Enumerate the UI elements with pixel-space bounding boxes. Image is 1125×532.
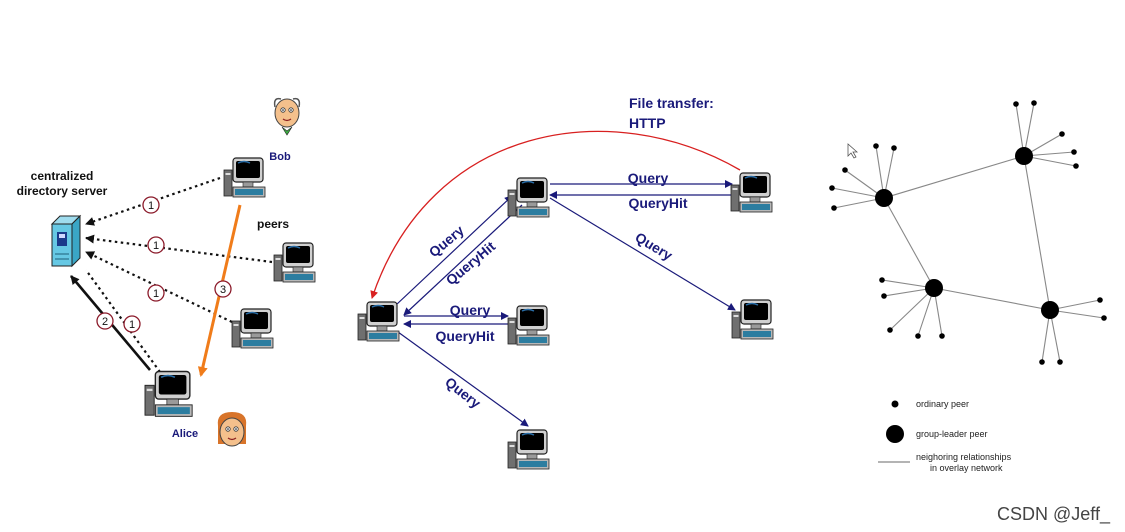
step-1-peer2: 1 xyxy=(147,236,165,254)
legend-neighbor-line1: neighoring relationships xyxy=(916,452,1012,462)
legend-neighbor-line2: in overlay network xyxy=(930,463,1003,473)
query-arrow-down xyxy=(397,331,529,427)
alice-face-icon xyxy=(217,412,247,447)
group-leader-peer xyxy=(875,189,893,207)
peer-right-bottom-computer-icon xyxy=(731,299,774,340)
alice-label: Alice xyxy=(172,428,198,440)
http-transfer-arc xyxy=(370,130,741,299)
svg-text:3: 3 xyxy=(220,284,226,296)
peers-label: peers xyxy=(257,217,289,231)
step-2: 2 xyxy=(96,312,114,330)
query-arrow-diag xyxy=(395,195,513,306)
file-transfer-label-line2: HTTP xyxy=(629,115,666,131)
query-label-mid: Query xyxy=(450,302,491,318)
legend-leader: group-leader peer xyxy=(916,429,988,439)
queryhit-label-top: QueryHit xyxy=(628,195,687,211)
flooding-panel: File transfer: HTTP Query QueryHit Query… xyxy=(357,95,774,470)
centralized-panel: centralized directory server 1 1 xyxy=(17,97,316,447)
bob-computer-icon xyxy=(223,157,266,198)
peer-right-top-computer-icon xyxy=(730,172,773,213)
step-1-bob: 1 xyxy=(142,196,160,214)
group-leader-peer xyxy=(1041,301,1059,319)
group-leader-swatch xyxy=(886,425,904,443)
overlay-panel xyxy=(831,102,1105,363)
peer-bottom-computer-icon xyxy=(507,429,550,470)
alice-computer-icon xyxy=(144,370,193,418)
peer3-computer-icon xyxy=(231,308,274,349)
svg-text:2: 2 xyxy=(102,316,108,328)
query-label-right: Query xyxy=(632,229,675,264)
query-label-top: Query xyxy=(628,170,669,186)
queryhit-label-mid: QueryHit xyxy=(435,328,494,344)
legend-ordinary: ordinary peer xyxy=(916,399,969,409)
svg-text:1: 1 xyxy=(153,288,159,300)
watermark: CSDN @Jeff_ xyxy=(997,504,1111,525)
queryhit-arrow-diag xyxy=(403,204,523,316)
directory-server-icon xyxy=(50,214,82,268)
step-1-peer3: 1 xyxy=(147,284,165,302)
query-label-diag: Query xyxy=(426,222,467,260)
overlay-legend: ordinary peer group-leader peer neighori… xyxy=(878,399,1012,473)
bob-face-icon xyxy=(273,97,301,136)
peer-middle-computer-icon xyxy=(507,305,550,346)
peer-top-computer-icon xyxy=(507,177,550,218)
ordinary-peer-swatch xyxy=(891,400,899,408)
file-transfer-label-line1: File transfer: xyxy=(629,95,714,111)
group-leader-peer xyxy=(1015,147,1033,165)
group-leader-peer xyxy=(925,279,943,297)
overlay-nodes xyxy=(829,100,1107,365)
svg-text:1: 1 xyxy=(148,200,154,212)
peer2-computer-icon xyxy=(273,242,316,283)
bob-label: Bob xyxy=(269,151,291,163)
query-line-peer2 xyxy=(85,234,273,264)
step-3: 3 xyxy=(214,280,232,298)
step-1-alice: 1 xyxy=(123,315,141,333)
query-arrow-right xyxy=(549,197,736,311)
svg-text:1: 1 xyxy=(153,240,159,252)
querier-computer-icon xyxy=(357,301,400,342)
cursor-icon xyxy=(847,143,859,159)
server-label-line1: centralized xyxy=(31,169,94,183)
server-label-line2: directory server xyxy=(17,184,108,198)
svg-text:1: 1 xyxy=(129,319,135,331)
